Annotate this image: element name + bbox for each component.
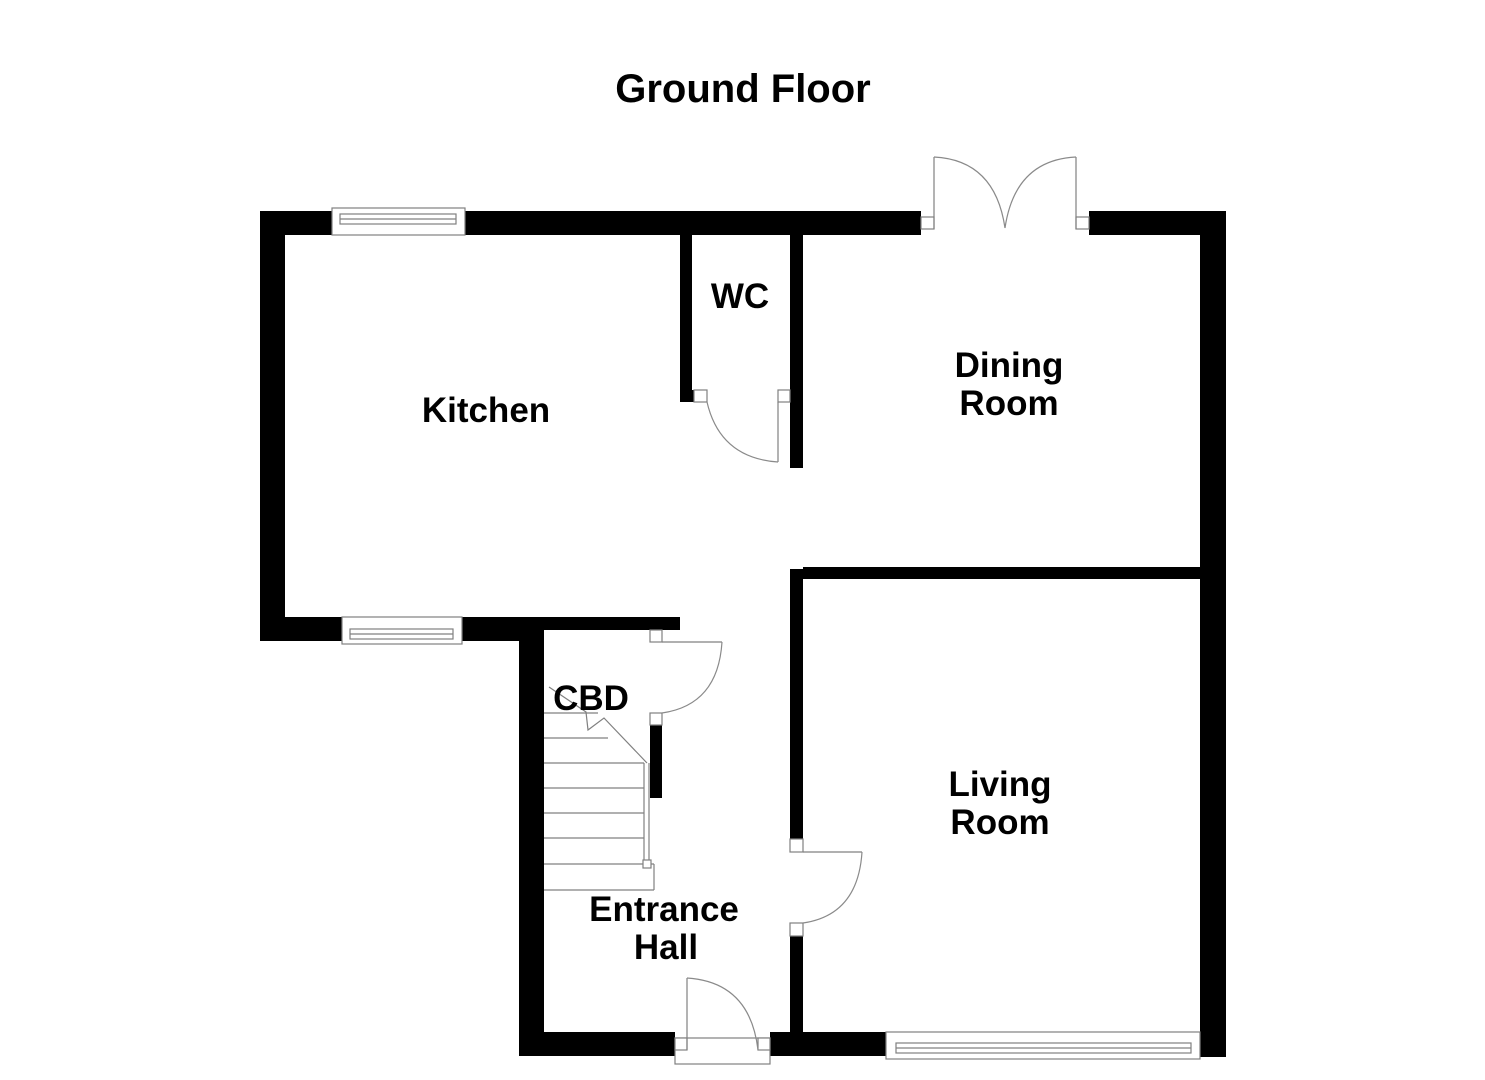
kitchen-north-window [331,207,466,236]
wall-hall-west [519,630,544,1056]
wall-north-mid [465,211,921,235]
floor-title: Ground Floor [615,67,871,111]
wall-south-hall [519,1032,675,1056]
wall-south-mid [770,1032,886,1056]
wall-wc-left-stub [680,390,694,402]
dining-french-doors [920,156,1090,230]
room-label-living-line1: Living [948,765,1051,804]
wall-wc-left [680,235,692,402]
room-label-wc: WC [711,277,769,316]
cupboard-door [649,629,723,726]
wall-south-kitchen-stub [540,617,680,630]
room-label-dining-line2: Room [959,384,1058,423]
room-label-hall-line2: Hall [634,928,698,967]
wall-cupboard-partition [650,725,662,798]
wall-west-kitchen [260,211,285,641]
wall-south-kitchen-left [260,617,342,641]
wall-living-west-top [790,569,803,839]
room-label-dining-line1: Dining [955,346,1064,385]
room-label-kitchen: Kitchen [422,391,550,430]
wc-door [693,389,791,463]
room-label-cbd: CBD [553,679,629,718]
wall-wc-right [790,235,803,468]
wall-dining-living [803,567,1200,579]
living-room-window [885,1031,1201,1060]
room-label-living-line2: Room [950,803,1049,842]
room-label-hall-line1: Entrance [589,890,739,929]
wall-east [1200,211,1226,1057]
staircase [544,686,655,891]
kitchen-south-window [341,616,463,645]
walls [260,211,1226,1057]
living-room-door [789,838,863,937]
front-door [674,977,771,1065]
wall-living-west-bottom [790,936,803,1034]
